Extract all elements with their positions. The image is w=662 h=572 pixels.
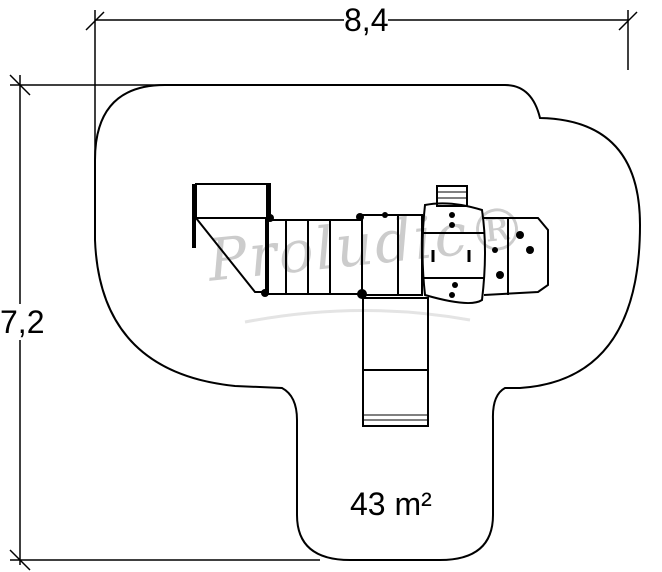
area-label: 43 m² [350,486,432,522]
play-structure [192,183,549,427]
structure-bolts [261,212,534,299]
safety-zone-outline [94,84,642,561]
width-label: 8,4 [344,2,389,38]
watermark-swoosh [244,309,471,324]
height-label: 7,2 [0,304,45,340]
